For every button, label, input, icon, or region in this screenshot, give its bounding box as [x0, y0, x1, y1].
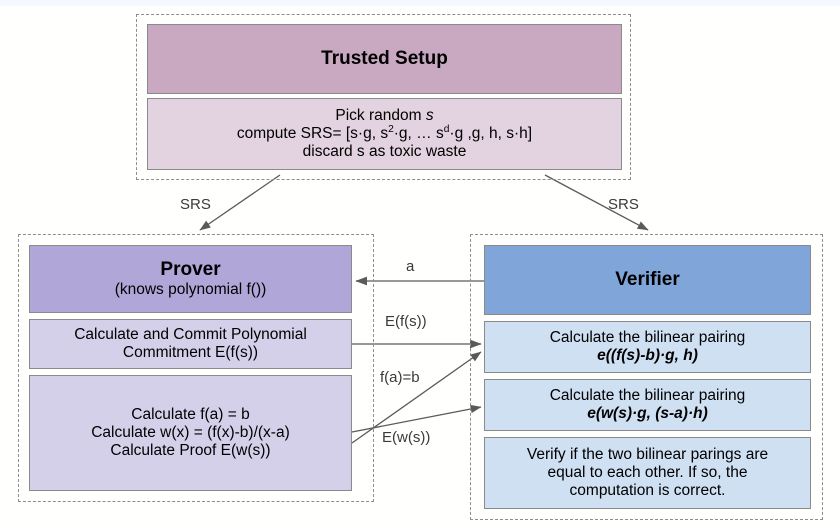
group-trusted-setup	[136, 14, 631, 180]
trusted-setup-body[interactable]: Pick random s compute SRS= [s·g, s2·g, ……	[147, 98, 622, 170]
prover-commit-box[interactable]: Calculate and Commit Polynomial Commitme…	[29, 319, 352, 369]
verifier-title: Verifier	[615, 268, 680, 290]
verifier-result-box[interactable]: Verify if the two bilinear parings are e…	[484, 437, 811, 509]
setup-line-2-c: ·g ,g, h, s·h]	[449, 124, 533, 142]
verifier-pairing-1-line-1: Calculate the bilinear pairing	[549, 328, 746, 346]
prover-proof-line-3: Calculate Proof E(w(s))	[110, 442, 271, 460]
edge-label-challenge-a: a	[406, 258, 415, 275]
arrow-srs-to-prover	[199, 174, 281, 231]
verifier-result-line-2: equal to each other. If so, the	[547, 463, 748, 481]
setup-line-2-b: ·g, … s	[393, 124, 444, 142]
edge-label-srs-right: SRS	[608, 196, 639, 213]
trusted-setup-title: Trusted Setup	[321, 47, 448, 69]
setup-line-1: Pick random s	[335, 107, 433, 125]
group-prover	[18, 234, 374, 502]
verifier-pairing-1-formula: e((f(s)-b)·g, h)	[597, 347, 698, 364]
setup-line-2-a: compute SRS= [s·g, s	[236, 124, 389, 142]
trusted-setup-header[interactable]: Trusted Setup	[147, 24, 622, 94]
edge-label-witness: E(w(s))	[382, 429, 431, 446]
edge-label-commitment: E(f(s))	[385, 313, 427, 330]
setup-line-2-sup2: d	[443, 123, 450, 135]
verifier-pairing-2-line-1: Calculate the bilinear pairing	[549, 386, 746, 404]
prover-subtitle: (knows polynomial f())	[114, 281, 267, 299]
prover-title: Prover	[160, 258, 221, 280]
setup-line-1-prefix: Pick random	[335, 106, 426, 124]
prover-commit-line-1: Calculate and Commit Polynomial	[74, 325, 307, 343]
setup-line-2-sup1: 2	[388, 123, 394, 135]
setup-line-1-var: s	[425, 106, 434, 124]
prover-proof-box[interactable]: Calculate f(a) = b Calculate w(x) = (f(x…	[29, 375, 352, 491]
prover-commit-line-2: Commitment E(f(s))	[122, 344, 259, 361]
setup-line-2: compute SRS= [s·g, s2·g, … sd·g ,g, h, s…	[236, 123, 533, 143]
verifier-result-line-3: computation is correct.	[569, 482, 726, 500]
edge-label-srs-left: SRS	[180, 196, 211, 213]
edge-label-evaluation: f(a)=b	[380, 369, 420, 386]
prover-proof-line-2: Calculate w(x) = (f(x)-b)/(x-a)	[91, 423, 290, 441]
verifier-header[interactable]: Verifier	[484, 245, 811, 315]
verifier-result-line-1: Verify if the two bilinear parings are	[526, 445, 769, 463]
verifier-pairing-2-box[interactable]: Calculate the bilinear pairing e(w(s)·g,…	[484, 379, 811, 431]
prover-header[interactable]: Prover (knows polynomial f())	[29, 245, 352, 313]
verifier-pairing-2-formula: e(w(s)·g, (s-a)·h)	[587, 405, 708, 422]
prover-proof-line-1: Calculate f(a) = b	[131, 405, 250, 423]
top-strip	[0, 0, 840, 6]
verifier-pairing-1-box[interactable]: Calculate the bilinear pairing e((f(s)-b…	[484, 321, 811, 373]
setup-line-3: discard s as toxic waste	[302, 143, 467, 161]
group-verifier	[470, 234, 823, 520]
